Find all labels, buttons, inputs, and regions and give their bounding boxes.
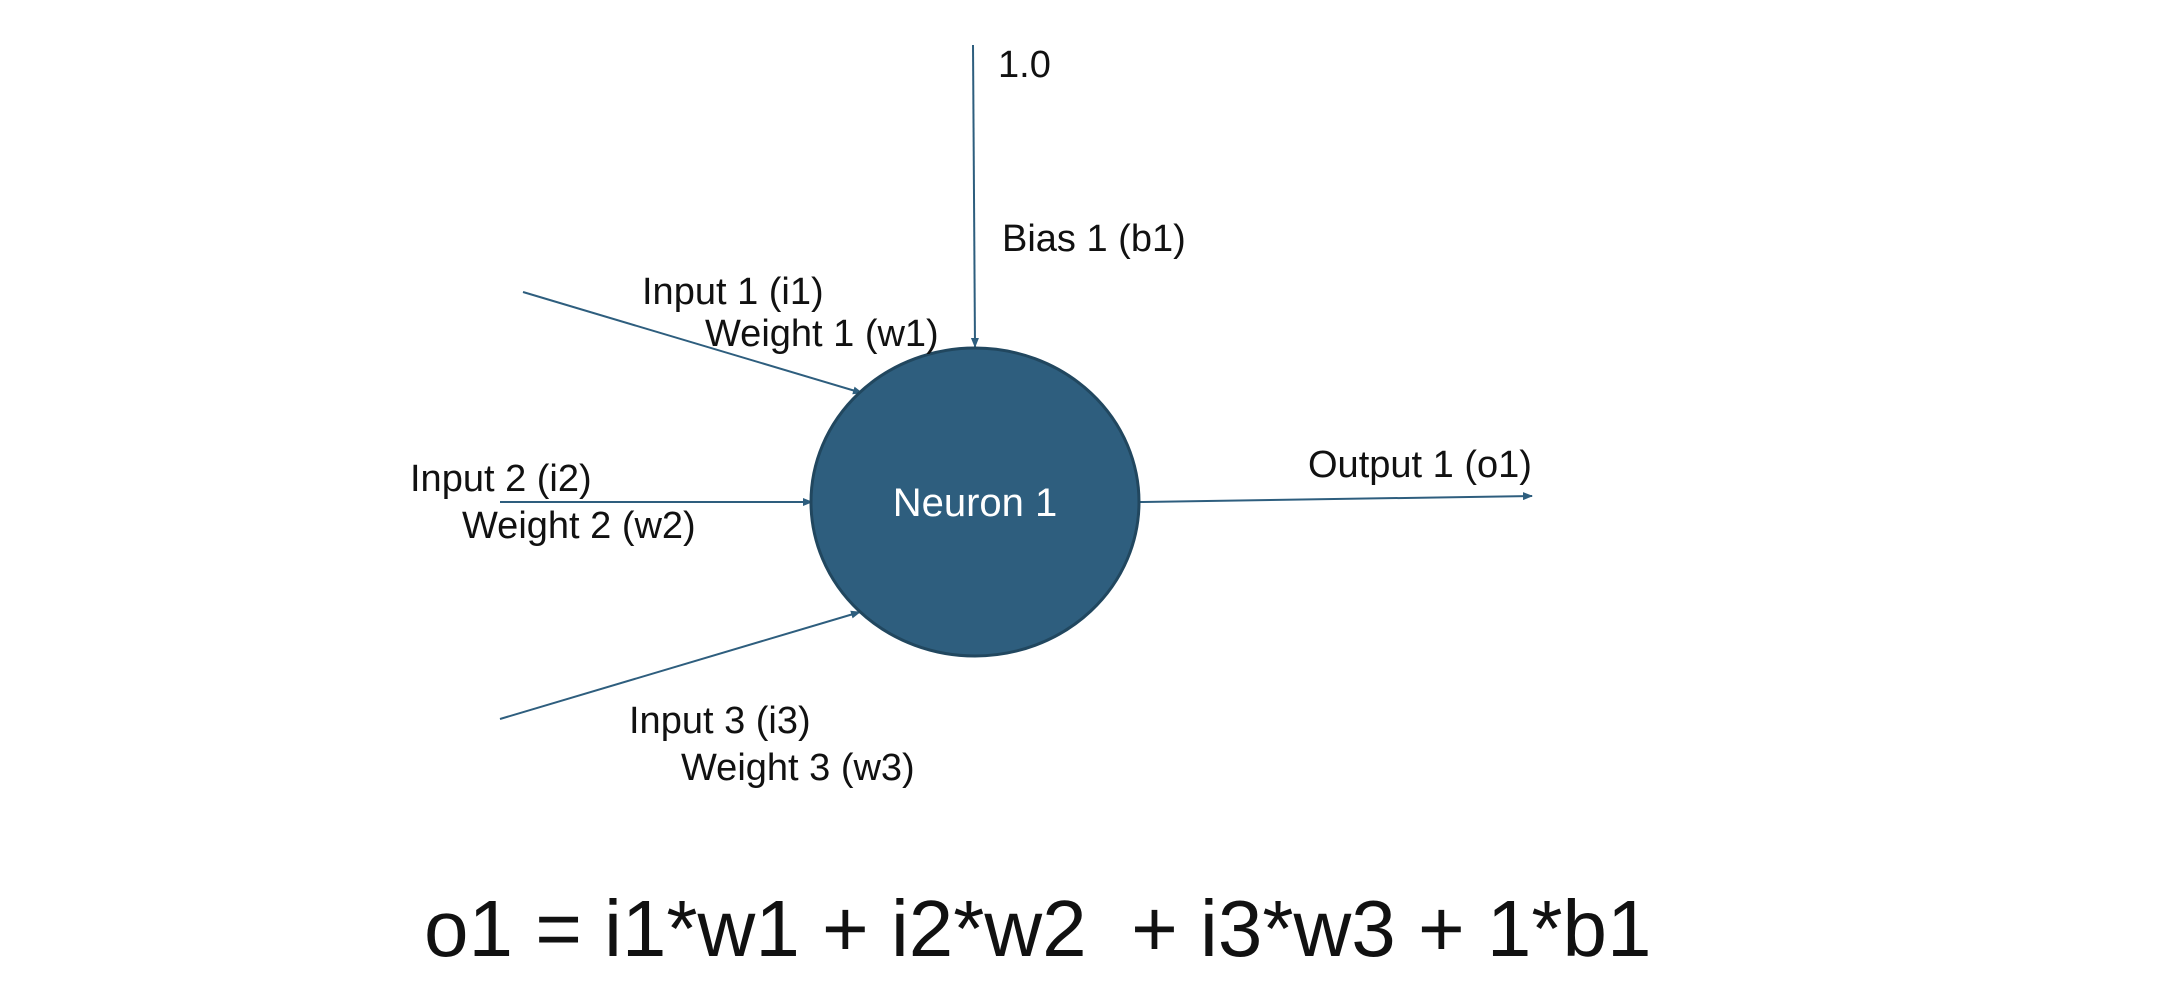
input-3-label: Input 3 (i3) (629, 700, 811, 742)
weight-3-label: Weight 3 (w3) (681, 747, 915, 789)
bias-connector (970, 44, 979, 348)
weight-1-label: Weight 1 (w1) (705, 313, 939, 355)
bias-value-label: 1.0 (998, 44, 1051, 86)
input-2-label: Input 2 (i2) (410, 458, 592, 500)
output-connector (1139, 492, 1533, 503)
output-label: Output 1 (o1) (1308, 444, 1532, 486)
output-formula: o1 = i1*w1 + i2*w2 + i3*w3 + 1*b1 (424, 884, 1652, 973)
bias-label: Bias 1 (b1) (1002, 218, 1186, 260)
input-1-label: Input 1 (i1) (642, 271, 824, 313)
weight-2-label: Weight 2 (w2) (462, 505, 696, 547)
input-3-connector (499, 610, 861, 720)
neuron-label: Neuron 1 (893, 481, 1058, 525)
input-1-connector (522, 291, 863, 395)
neuron-node (809, 346, 1141, 658)
